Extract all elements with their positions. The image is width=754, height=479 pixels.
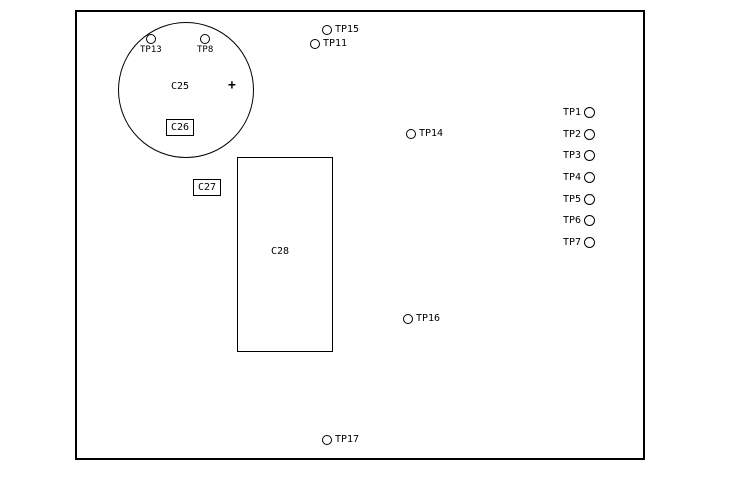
testpoint-label: TP13 (140, 45, 162, 55)
testpoint-pad-icon (406, 128, 416, 139)
testpoint-tp17: TP17 (322, 434, 359, 445)
testpoint-label: TP3 (563, 150, 582, 161)
testpoint-tp1: TP1 (563, 107, 596, 118)
testpoint-label: TP4 (563, 172, 582, 183)
testpoint-tp13: TP13 (140, 34, 162, 55)
testpoint-tp4: TP4 (563, 172, 596, 183)
testpoint-pad-icon (322, 24, 332, 35)
capacitor-c27-label: C27 (198, 182, 217, 193)
capacitor-c25-label: C25 (171, 81, 190, 92)
testpoint-label: TP11 (323, 38, 348, 49)
testpoint-label: TP8 (197, 45, 214, 55)
testpoint-label: TP17 (335, 434, 360, 445)
testpoint-pad-icon (584, 194, 596, 205)
testpoint-pad-icon (584, 150, 596, 161)
testpoint-tp15: TP15 (322, 24, 359, 35)
testpoint-tp14: TP14 (406, 128, 443, 139)
testpoint-pad-icon (310, 38, 320, 49)
testpoint-tp11: TP11 (310, 38, 347, 49)
testpoint-label: TP2 (563, 129, 582, 140)
testpoint-tp7: TP7 (563, 237, 596, 248)
testpoint-label: TP1 (563, 107, 582, 118)
testpoint-label: TP6 (563, 215, 582, 226)
capacitor-c26-label: C26 (171, 122, 190, 133)
testpoint-pad-icon (584, 129, 596, 140)
capacitor-c27-refbox: C27 (193, 179, 222, 196)
testpoint-label: TP14 (419, 128, 444, 139)
testpoint-pad-icon (584, 215, 596, 226)
testpoint-tp16: TP16 (403, 313, 440, 324)
polarity-plus-mark: + (228, 78, 236, 93)
testpoint-label: TP5 (563, 194, 582, 205)
testpoint-tp8: TP8 (197, 34, 213, 55)
capacitor-c26-refbox: C26 (166, 119, 195, 136)
testpoint-label: TP15 (335, 24, 360, 35)
testpoint-tp5: TP5 (563, 194, 596, 205)
testpoint-pad-icon (584, 107, 596, 118)
capacitor-c28-label: C28 (271, 246, 290, 257)
testpoint-pad-icon (322, 434, 332, 445)
testpoint-label: TP7 (563, 237, 582, 248)
testpoint-tp6: TP6 (563, 215, 596, 226)
testpoint-tp3: TP3 (563, 150, 596, 161)
capacitor-c28-body (237, 157, 333, 352)
testpoint-label: TP16 (416, 313, 441, 324)
testpoint-pad-icon (584, 237, 596, 248)
testpoint-pad-icon (145, 34, 156, 44)
testpoint-tp2: TP2 (563, 129, 596, 140)
testpoint-pad-icon (403, 313, 413, 324)
testpoint-pad-icon (200, 34, 211, 44)
testpoint-pad-icon (584, 172, 596, 183)
